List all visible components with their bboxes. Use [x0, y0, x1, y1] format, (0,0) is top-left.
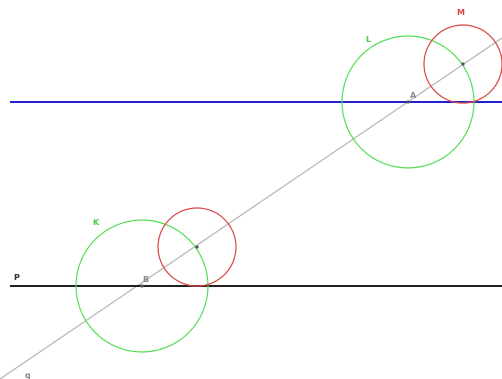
label-l: L [366, 35, 371, 44]
label-p: P [14, 273, 20, 282]
label-q: q [25, 371, 31, 379]
circle-m[interactable] [423, 24, 502, 104]
point-b[interactable] [140, 284, 144, 288]
point-a[interactable] [406, 100, 410, 104]
label-a: A [410, 91, 417, 100]
line-q[interactable] [0, 37, 502, 379]
circle-red-lower[interactable] [157, 207, 237, 287]
point-red-lower-center[interactable] [195, 245, 199, 249]
label-m: M [457, 8, 465, 17]
circle-k[interactable] [75, 219, 209, 353]
label-b: B [143, 275, 149, 284]
label-k: K [93, 218, 100, 227]
point-m-center[interactable] [461, 62, 465, 66]
